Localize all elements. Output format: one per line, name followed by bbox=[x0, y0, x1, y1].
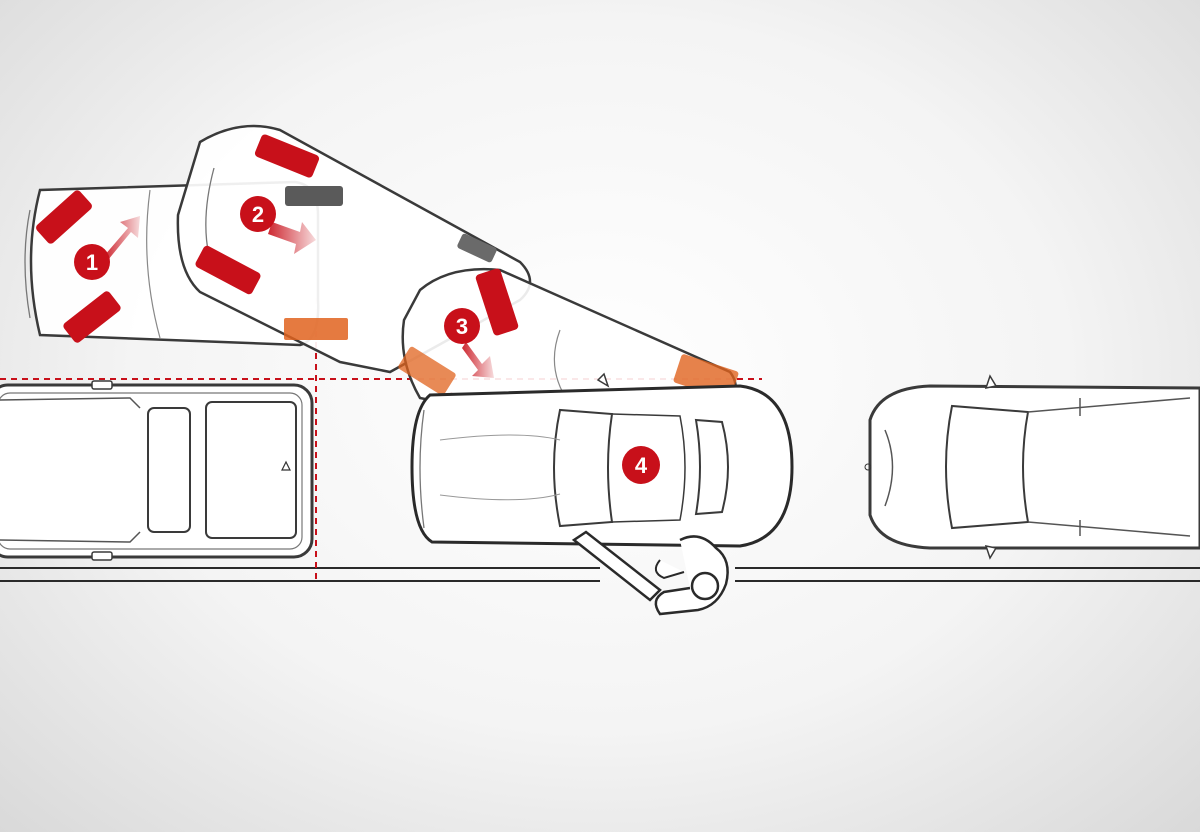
step-number-4: 4 bbox=[635, 453, 648, 478]
parked-car-front bbox=[864, 374, 1200, 560]
sensor-zone bbox=[36, 190, 92, 244]
step-badge-4 bbox=[622, 446, 660, 484]
step-badge-3 bbox=[444, 308, 480, 344]
step-number-1: 1 bbox=[86, 250, 98, 275]
parked-car-rear bbox=[0, 380, 314, 561]
mirror-sensor bbox=[457, 233, 497, 263]
step-number-3: 3 bbox=[456, 314, 468, 339]
pedestrian-icon bbox=[571, 530, 729, 616]
sensor-zone bbox=[398, 346, 456, 396]
curb bbox=[0, 567, 1200, 582]
step-badge-1 bbox=[74, 244, 110, 280]
car-position-4: 4 bbox=[410, 372, 794, 548]
sensor-zone bbox=[284, 318, 348, 340]
mirror-sensor bbox=[285, 186, 343, 206]
direction-arrow-icon bbox=[462, 342, 494, 378]
step-badge-2 bbox=[240, 196, 276, 232]
direction-arrow-icon bbox=[104, 216, 140, 260]
direction-arrow-icon bbox=[268, 222, 316, 254]
sensor-zone bbox=[475, 268, 519, 336]
sensor-zone bbox=[63, 291, 121, 343]
step-number-2: 2 bbox=[252, 202, 264, 227]
sensor-zone bbox=[195, 245, 261, 295]
sensor-zone bbox=[254, 134, 320, 178]
